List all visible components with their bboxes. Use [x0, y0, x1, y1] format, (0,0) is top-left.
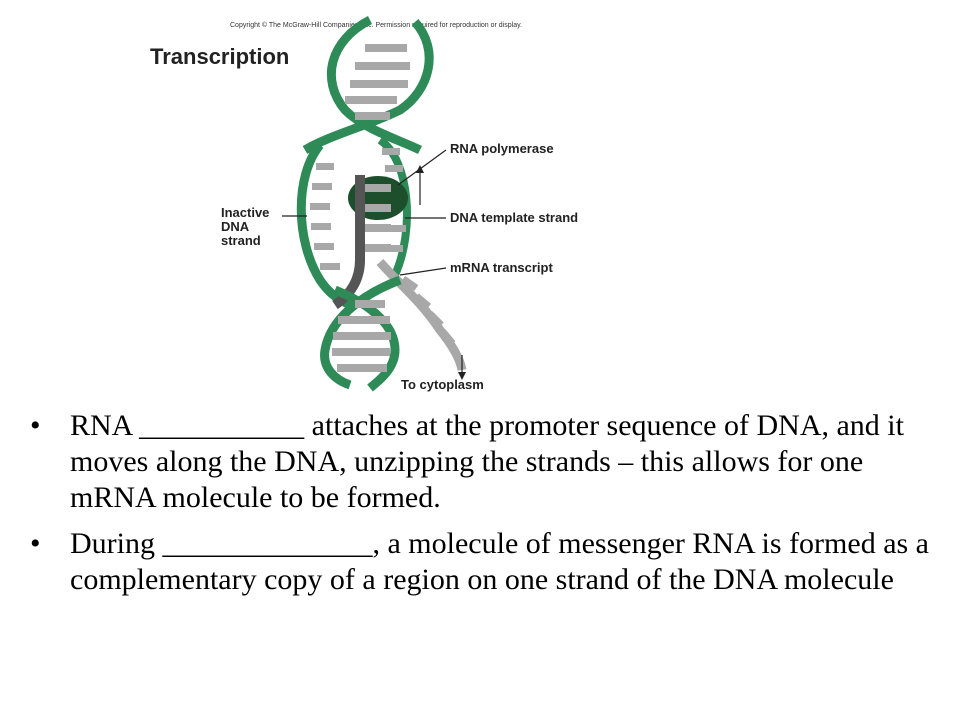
bullet-symbol: • — [30, 409, 41, 442]
transcript-bases — [401, 275, 456, 346]
upper-helix-strand-a — [326, 15, 423, 155]
bullet-symbol: • — [30, 527, 41, 560]
label-mrna-transcript: mRNA transcript — [450, 260, 553, 275]
label-rna-polymerase: RNA polymerase — [450, 141, 554, 156]
bullet-text: During ______________, a molecule of mes… — [70, 527, 929, 596]
lower-helix-strand-a — [320, 275, 402, 390]
bullet-item: • During ______________, a molecule of m… — [30, 526, 930, 598]
bullet-list: • RNA ___________ attaches at the promot… — [30, 408, 930, 608]
center-base-pairs — [365, 184, 391, 252]
leader-mrna — [399, 267, 447, 276]
lower-base-pairs — [332, 300, 391, 372]
transcription-diagram — [282, 15, 467, 392]
left-loop-bases — [310, 163, 340, 270]
direction-arrowhead-down — [458, 372, 466, 380]
upper-base-pairs — [345, 44, 410, 120]
figure-title: Transcription — [150, 44, 290, 69]
copyright-notice: Copyright © The McGraw-Hill Companies, I… — [230, 22, 523, 29]
bullet-text: RNA ___________ attaches at the promoter… — [70, 409, 904, 514]
upper-helix-strand-b — [302, 19, 434, 154]
label-inactive-line2: DNA — [221, 219, 250, 234]
label-inactive-line3: strand — [221, 233, 261, 248]
right-loop-bases — [382, 148, 406, 252]
label-template-strand: DNA template strand — [450, 210, 579, 225]
dna-template-strand — [332, 175, 365, 310]
label-to-cytoplasm: To cytoplasm — [401, 377, 484, 392]
leader-rna-polymerase — [397, 149, 447, 186]
label-inactive-line1: Inactive — [221, 205, 270, 220]
bullet-item: • RNA ___________ attaches at the promot… — [30, 408, 930, 516]
direction-arrowhead-up — [416, 165, 424, 173]
